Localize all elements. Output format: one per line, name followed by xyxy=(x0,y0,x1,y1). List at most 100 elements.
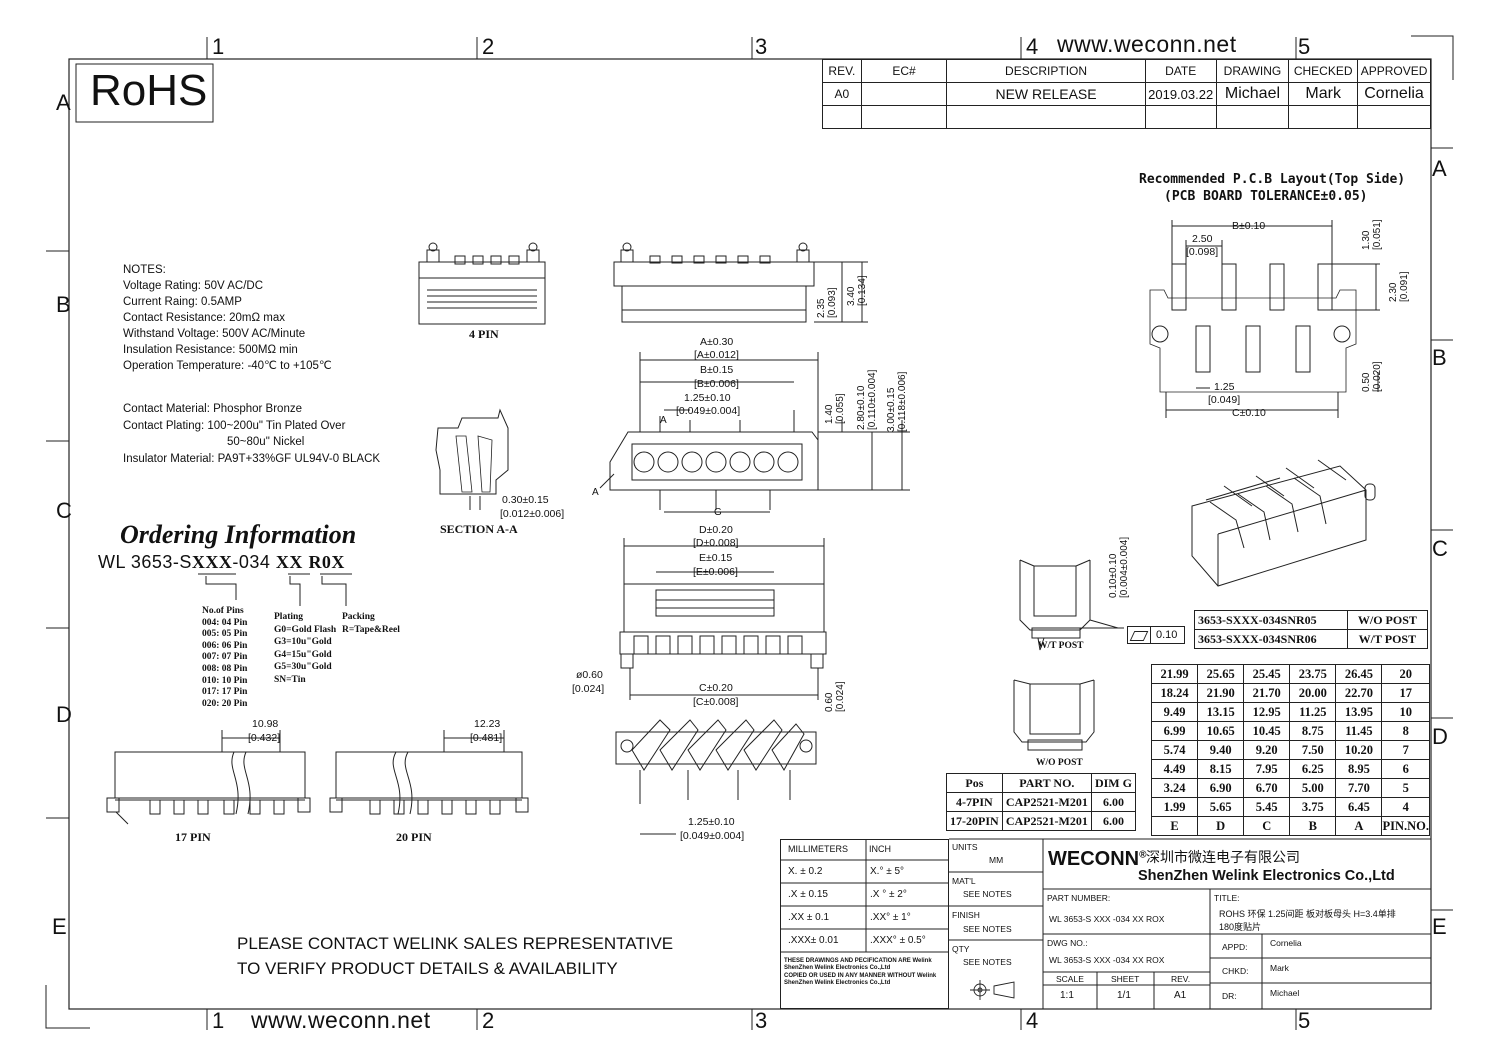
part-number-value: WL 3653-S XXX -034 XX ROX xyxy=(1049,914,1165,924)
section-a-a xyxy=(435,408,509,510)
tol-inch-title: INCH xyxy=(869,844,891,854)
pcb-dim-1-25: 1.25 xyxy=(1214,381,1235,393)
seventeen-pin-view xyxy=(106,730,311,825)
part-number-label: PART NUMBER: xyxy=(1047,893,1111,903)
material-line: Contact Plating: 100~200u" Tin Plated Ov… xyxy=(123,419,346,432)
dwg-value: WL 3653-S XXX -034 XX ROX xyxy=(1049,955,1165,965)
tol-mm-row: .X ± 0.15 xyxy=(788,889,828,900)
table-cell: D xyxy=(1197,816,1245,836)
material-block: Contact Material: Phosphor Bronze Contac… xyxy=(123,401,380,467)
qty-value: SEE NOTES xyxy=(963,957,1012,967)
plating-option: SN=Tin xyxy=(274,674,306,685)
post-type: W/T POST xyxy=(1346,629,1429,649)
dim-d: D±0.20 xyxy=(699,524,733,536)
dim-c-inch: [C±0.008] xyxy=(693,696,739,708)
twenty-pin-view xyxy=(329,730,529,815)
terminal-part-table: Pos PART NO. DIM G 4-7PIN CAP2521-M201 6… xyxy=(946,773,1137,831)
website-bottom[interactable]: www.weconn.net xyxy=(251,1007,431,1033)
table-cell: 21.90 xyxy=(1197,683,1245,703)
row-label-d-right: D xyxy=(1432,724,1448,749)
note-line: Withstand Voltage: 500V AC/Minute xyxy=(123,328,306,340)
wt-post-view xyxy=(1019,559,1124,651)
isometric-view xyxy=(1191,459,1376,587)
appd-label: APPD: xyxy=(1222,942,1248,952)
col-label-3-top: 3 xyxy=(755,34,768,59)
tol-inch-row: .XXX° ± 0.5° xyxy=(870,935,926,946)
pcb-dim-2-50-inch: [0.098] xyxy=(1186,246,1219,258)
row-label-b-right: B xyxy=(1432,345,1447,370)
disclaimer: THESE DRAWINGS AND PECIFICATION ARE Weli… xyxy=(784,958,937,986)
flatness-value: 0.10 xyxy=(1156,629,1178,641)
material-line: Contact Material: Phosphor Bronze xyxy=(123,403,302,415)
dim-a-inch: [A±0.012] xyxy=(694,349,739,361)
dim-0-30-inch: [0.012±0.006] xyxy=(500,508,565,520)
ordering-code: WL 3653-SXXX-034 XX R0X xyxy=(98,552,345,573)
title-line-2: 180度贴片 xyxy=(1219,922,1262,932)
material-line: Insulator Material: PA9T+33%GF UL94V-0 B… xyxy=(123,452,381,465)
dim-0-30: 0.30±0.15 xyxy=(502,494,549,506)
table-cell: 10.65 xyxy=(1197,721,1245,741)
dim-a: A±0.30 xyxy=(700,336,734,348)
table-cell: 9.20 xyxy=(1243,740,1291,760)
plating-title: Plating xyxy=(274,612,304,622)
section-marker-a-top: A xyxy=(660,415,667,426)
packing-list: Packing R=Tape&Reel xyxy=(342,611,400,636)
label-section-a-a: SECTION A-A xyxy=(440,522,518,536)
tol-mm-row: .XX ± 0.1 xyxy=(788,912,830,923)
dim-pitch-bottom: 1.25±0.10 xyxy=(688,816,735,828)
dr-value: Michael xyxy=(1270,988,1300,998)
contact-notice-line-1: PLEASE CONTACT WELINK SALES REPRESENTATI… xyxy=(237,934,674,953)
table-cell: A xyxy=(1335,816,1383,836)
packing-title: Packing xyxy=(342,612,375,622)
chkd-value: Mark xyxy=(1270,963,1289,973)
four-pin-view xyxy=(418,242,546,325)
post-part: 3653-SXXX-034SNR06 xyxy=(1194,629,1348,649)
dim-e: E±0.15 xyxy=(699,552,733,564)
pcb-title-1: Recommended P.C.B Layout(Top Side) xyxy=(1139,172,1406,187)
tol-mm-title: MILLIMETERS xyxy=(788,844,849,854)
dr-label: DR: xyxy=(1222,991,1237,1001)
dim-pitch-bottom-inch: [0.049±0.004] xyxy=(680,830,745,842)
dim-12-23: 12.23 xyxy=(474,718,501,730)
notes-block: NOTES: Voltage Rating: 50V AC/DC Current… xyxy=(123,262,332,374)
dim-e-inch: [E±0.006] xyxy=(693,566,738,578)
pcb-dim-b: B±0.10 xyxy=(1232,220,1266,232)
tol-inch-row: X.° ± 5° xyxy=(870,866,905,877)
note-line: Contact Resistance: 20mΩ max xyxy=(123,312,285,324)
table-cell: 7.70 xyxy=(1335,778,1383,798)
ordering-code-pins: XXX xyxy=(191,552,233,572)
finish-label: FINISH xyxy=(952,910,980,920)
sheet-value: 1/1 xyxy=(1117,990,1131,1001)
table-row: 3653-SXXX-034SNR05 W/O POST xyxy=(1194,610,1429,630)
website-top[interactable]: www.weconn.net xyxy=(1057,31,1237,57)
tol-mm-row: .XXX± 0.01 xyxy=(788,935,839,946)
pin-option: 017: 17 Pin xyxy=(202,687,248,698)
wo-post-view xyxy=(1013,679,1095,751)
ordering-code-plating: XX xyxy=(275,552,303,572)
company-name-cn: 深圳市微连电子有限公司 xyxy=(1146,849,1300,865)
col-label-4-bottom: 4 xyxy=(1026,1008,1039,1033)
table-cell: 20 xyxy=(1381,664,1430,684)
post-variant-table: 3653-SXXX-034SNR05 W/O POST 3653-SXXX-03… xyxy=(1194,610,1429,649)
title-line-1: ROHS 环保 1.25间距 板对板母头 H=3.4单排 xyxy=(1219,909,1396,919)
label-wo-post: W/O POST xyxy=(1036,758,1083,768)
front-view xyxy=(599,352,910,513)
dim-c: C±0.20 xyxy=(699,682,733,694)
rev-header-drawing: DRAWING xyxy=(1215,59,1290,83)
pin-option: 007: 07 Pin xyxy=(202,652,248,663)
table-row: 4-7PIN CAP2521-M201 6.00 xyxy=(946,792,1137,812)
qty-label: QTY xyxy=(952,944,970,954)
label-20-pin: 20 PIN xyxy=(396,830,432,844)
plating-option: G5=30u"Gold xyxy=(274,662,332,673)
scale-label: SCALE xyxy=(1056,974,1084,984)
label-4-pin: 4 PIN xyxy=(469,327,499,341)
note-line: Current Raing: 0.5AMP xyxy=(123,296,242,308)
appd-value: Cornelia xyxy=(1270,938,1302,948)
ordering-title: Ordering Information xyxy=(120,520,357,549)
chkd-label: CHKD: xyxy=(1222,966,1249,976)
col-label-5-bottom: 5 xyxy=(1298,1008,1311,1033)
col-label-2-top: 2 xyxy=(482,34,495,59)
